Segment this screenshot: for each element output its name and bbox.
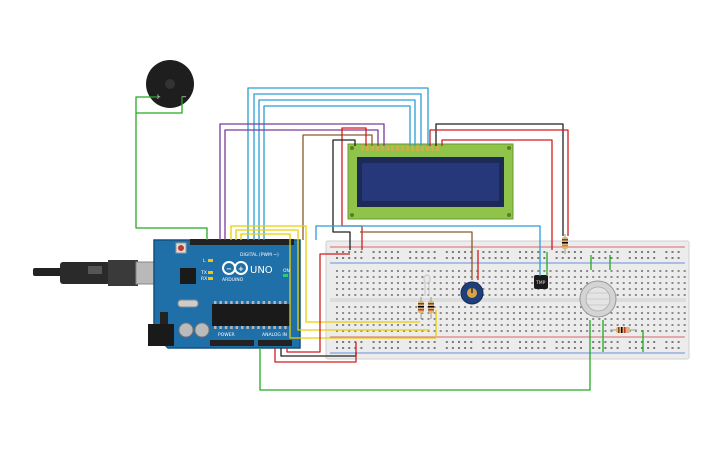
wire-green-0[interactable]	[135, 96, 208, 240]
buzzer-minus-label: −	[181, 93, 187, 101]
power-jack	[148, 324, 174, 346]
wire-red-23[interactable]	[286, 253, 350, 353]
wire-black-10[interactable]	[332, 139, 356, 146]
wire-red-25[interactable]	[274, 342, 357, 363]
board-logo-label: ARDUINO	[222, 277, 244, 283]
wire-yellow-21[interactable]	[235, 229, 430, 331]
lcd-pin-header	[361, 146, 439, 151]
tx-label: TX	[200, 270, 207, 276]
breadboard[interactable]	[325, 240, 690, 360]
wire-red-13[interactable]	[441, 139, 553, 250]
analog-header-label: ANALOG IN	[262, 332, 287, 338]
on-label: ON	[283, 268, 290, 274]
wire-brown-8[interactable]	[302, 134, 373, 240]
board-model-label: UNO	[250, 265, 273, 276]
sensor-chip-label: TMP	[535, 280, 546, 286]
gas-sensor[interactable]	[579, 280, 617, 318]
atmega-pins	[214, 301, 287, 329]
resistor[interactable]	[418, 297, 424, 319]
wire-black-14[interactable]	[332, 146, 351, 250]
svg-text:+: +	[238, 265, 244, 273]
arduino-uno-board[interactable]: − + UNO ARDUINO DIGITAL (PWM ~) POWER AN…	[33, 239, 301, 349]
wire-blue-3[interactable]	[253, 93, 422, 240]
atmega-chip	[212, 304, 290, 326]
potentiometer[interactable]	[460, 281, 484, 305]
rx-label: RX	[201, 276, 207, 282]
wire-black-11[interactable]	[435, 123, 564, 236]
digital-header	[190, 239, 294, 245]
resistor[interactable]	[428, 297, 434, 319]
resistor[interactable]	[562, 234, 568, 254]
wire-green-1[interactable]	[136, 97, 183, 114]
power-header-label: POWER	[218, 332, 235, 338]
svg-text:−: −	[226, 265, 232, 273]
wire-yellow-20[interactable]	[230, 225, 420, 323]
wire-red-12[interactable]	[429, 129, 569, 236]
wire-yellow-22[interactable]	[240, 233, 437, 339]
wire-green-26[interactable]	[259, 320, 591, 391]
wire-purple-7[interactable]	[224, 129, 379, 240]
lcd-16x2-display[interactable]	[347, 143, 514, 220]
usb-chip	[180, 268, 196, 284]
arduino-logo: − +	[222, 261, 248, 275]
resistor[interactable]	[610, 327, 637, 333]
power-header	[210, 340, 254, 346]
analog-header	[258, 340, 292, 346]
digital-header-label: DIGITAL (PWM ~)	[240, 252, 279, 258]
wire-blue-4[interactable]	[258, 99, 416, 240]
wire-red-9[interactable]	[341, 127, 367, 146]
capacitor	[194, 322, 210, 338]
led[interactable]	[423, 274, 431, 296]
wire-blue-2[interactable]	[247, 87, 429, 240]
temperature-sensor[interactable]: TMP	[534, 275, 548, 289]
l-label: L	[203, 258, 206, 264]
wire-purple-6[interactable]	[219, 123, 385, 240]
wire-blue-5[interactable]	[263, 105, 411, 240]
wires	[135, 87, 644, 391]
usb-cable	[33, 260, 167, 286]
breadboard-holes	[336, 251, 686, 349]
wire-blue-18[interactable]	[315, 225, 541, 276]
wire-brown-16[interactable]	[360, 231, 473, 280]
piezo-buzzer[interactable]: + −	[146, 60, 194, 108]
capacitor	[178, 322, 194, 338]
